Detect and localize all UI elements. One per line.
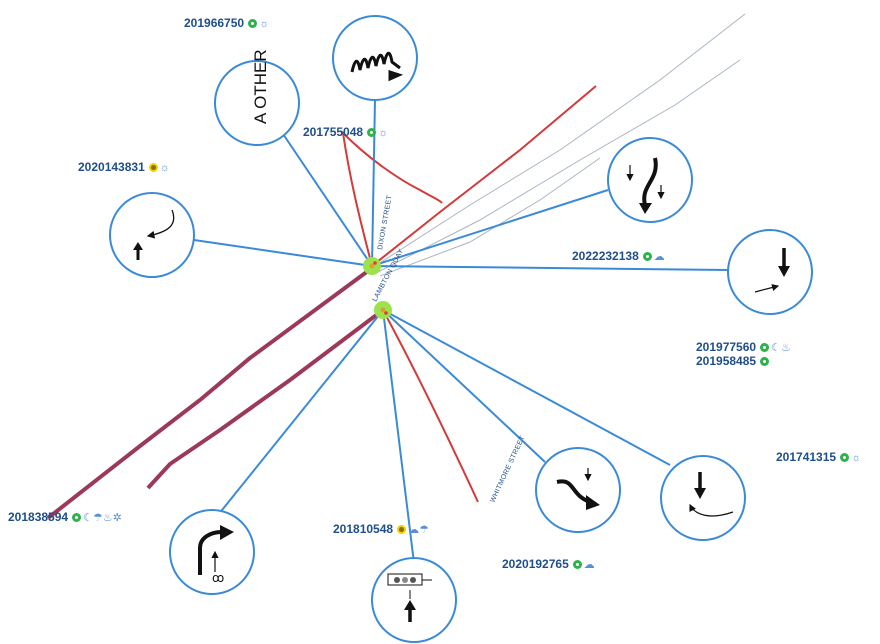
crash-id: 2020143831 [78, 160, 145, 174]
maroon-road-2 [146, 308, 385, 490]
turn-right-arrows-icon: ꝏ [198, 525, 234, 585]
link-wave [382, 309, 546, 463]
link-down-right [371, 265, 729, 271]
diagram-circles [109, 15, 813, 643]
link-turn-right [213, 309, 384, 521]
street-label-dixon: DIXON STREET [377, 194, 394, 250]
weather-icons: ☼ [378, 127, 389, 139]
crash-label[interactable]: 2022232138 ☁ [572, 249, 665, 264]
crash-id: 201838594 [8, 510, 69, 524]
severity-minor-icon [248, 19, 258, 28]
curve-left-arrow-icon [133, 209, 175, 260]
link-curve-left [193, 239, 373, 267]
weather-icons: ☾☂♨✲ [83, 512, 122, 524]
severity-minor-icon [72, 513, 82, 522]
down-left-curve-icon [689, 472, 734, 517]
severity-minor-icon [572, 560, 582, 569]
grey-road-1 [371, 13, 746, 269]
crash-id: 201966750 [184, 16, 245, 30]
crash-id: 201741315 [776, 450, 837, 464]
weather-icons: ☁ [653, 251, 665, 263]
grey-roads [371, 13, 746, 277]
circle-down-left [660, 455, 746, 541]
crash-label[interactable]: 201810548 ☁☂ [333, 522, 429, 537]
intersection-nodes [363, 257, 392, 319]
crash-label[interactable]: 201977560 ☾♨ [696, 340, 791, 355]
circle-wave [535, 447, 621, 533]
crash-id: 201810548 [333, 522, 394, 536]
s-bend-arrows-icon [626, 157, 665, 214]
maroon-roads [46, 266, 385, 520]
link-lines [193, 98, 729, 564]
crash-label[interactable]: 201966750 ☼ [184, 16, 269, 31]
crash-id: 201958485 [696, 354, 757, 368]
link-signal [382, 309, 415, 564]
severity-serious-icon [148, 163, 158, 172]
circle-signal [371, 557, 457, 643]
severity-minor-icon [760, 357, 770, 366]
severity-minor-icon [642, 252, 652, 261]
maroon-road-1 [46, 266, 374, 520]
red-roads [341, 85, 597, 503]
red-road-upper [371, 85, 597, 267]
red-road-whitmore [382, 309, 479, 503]
severity-minor-icon [367, 128, 377, 137]
weather-icons: ☼ [159, 162, 170, 174]
down-right-arrows-icon [754, 248, 790, 293]
red-road-dixon [341, 130, 443, 267]
severity-minor-icon [840, 453, 850, 462]
severity-minor-icon [760, 343, 770, 352]
crash-label[interactable]: 201755048 ☼ [303, 125, 388, 140]
street-label-lambton: LAMBTON QUAY [372, 248, 406, 303]
coil-icon [350, 51, 404, 82]
other-label: A OTHER [251, 49, 270, 124]
severity-serious-icon [397, 525, 407, 534]
crash-label[interactable]: 201958485 [696, 354, 771, 369]
weather-icons: ☾♨ [771, 342, 791, 354]
circle-other [214, 60, 300, 146]
link-coil [371, 98, 376, 267]
wave-arrows-icon [556, 468, 600, 510]
crash-label[interactable]: 2020192765 ☁ [502, 557, 595, 572]
traffic-signal-icon [387, 573, 432, 622]
weather-icons: ☁ [583, 559, 595, 571]
crash-id: 201977560 [696, 340, 757, 354]
weather-icons: ☼ [851, 452, 862, 464]
street-label-whitmore: WHITMORE STREET [489, 434, 526, 503]
bicycle-icon: ꝏ [212, 571, 224, 585]
circle-down-right [727, 229, 813, 315]
weather-icons: ☼ [259, 18, 270, 30]
crash-id: 2020192765 [502, 557, 569, 571]
link-sbend [371, 189, 609, 267]
crash-id: 2022232138 [572, 249, 639, 263]
link-other [278, 127, 373, 267]
grey-road-3 [379, 157, 601, 277]
crash-id: 201755048 [303, 125, 364, 139]
grey-road-2 [377, 59, 741, 273]
link-down-left [382, 309, 671, 466]
other-diagram: A OTHER [251, 49, 270, 124]
crash-label[interactable]: 2020143831 ☼ [78, 160, 170, 175]
weather-icons: ☁☂ [408, 524, 429, 536]
crash-label[interactable]: 201741315 ☼ [776, 450, 861, 465]
crash-label[interactable]: 201838594 ☾☂♨✲ [8, 510, 122, 525]
